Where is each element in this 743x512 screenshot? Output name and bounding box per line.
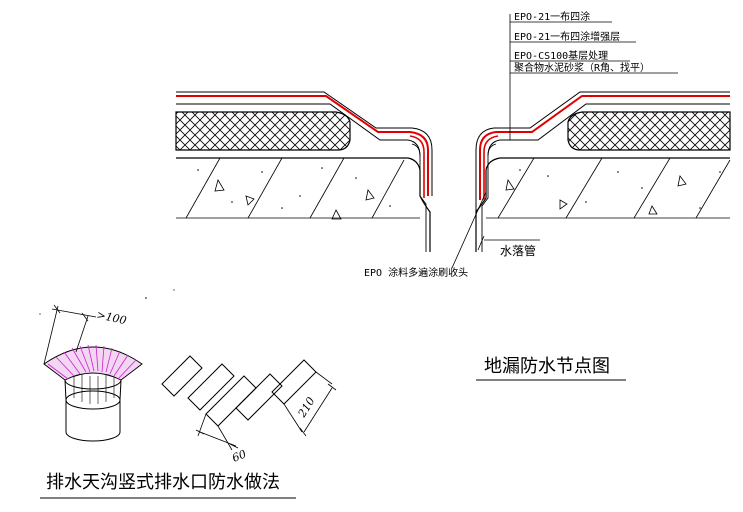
drain-section: EPO-21一布四涂 EPO-21一布四涂增强层 EPO-CS100基层处理 聚…: [175, 10, 731, 279]
floor-drain-title: 地漏防水节点图: [484, 356, 610, 377]
coating-note: EPO 涂料多遍涂刷收头: [364, 266, 468, 279]
right-structural-slab: [475, 157, 731, 252]
gutter-outlet-title: 排水天沟竖式排水口防水做法: [46, 472, 280, 493]
downpipe-label: 水落管: [500, 243, 536, 258]
left-structural-slab: [176, 157, 431, 252]
right-membrane: [475, 91, 730, 252]
strip-dimensions: [195, 371, 337, 451]
strip-width-dimension: 60: [230, 447, 248, 464]
drafting-specks: [39, 289, 175, 315]
floor-drain-title-block: 地漏防水节点图: [476, 356, 626, 381]
strip-2: [187, 363, 235, 411]
right-insulation-layer: [567, 111, 731, 151]
layer-label-1: EPO-21一布四涂: [514, 10, 590, 23]
leader-lines: [451, 14, 678, 269]
overlap-dimension: >100: [95, 308, 127, 327]
strip-3: [205, 375, 257, 427]
layer-label-2: EPO-21一布四涂增强层: [514, 30, 620, 43]
gutter-outlet-title-block: 排水天沟竖式排水口防水做法: [40, 472, 296, 499]
left-insulation-layer: [175, 111, 351, 151]
vertical-outlet-detail: >100: [43, 304, 143, 442]
layer-label-3: EPO-CS100基层处理: [514, 49, 608, 62]
left-membrane: [176, 91, 433, 252]
reinforcement-strips: [161, 355, 317, 427]
layer-label-4: 聚合物水泥砂浆（R角、找平）: [514, 61, 650, 74]
strip-4: [235, 373, 283, 421]
strip-1: [161, 355, 203, 397]
